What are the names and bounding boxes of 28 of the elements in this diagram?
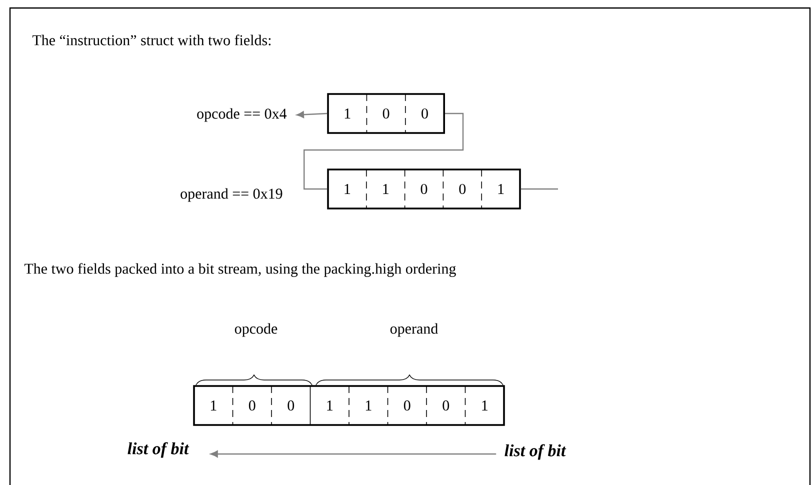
stream-label: list of bit [504, 444, 566, 460]
bit-value: 0 [459, 184, 466, 194]
connector [304, 112, 464, 190]
bit-value: 0 [382, 108, 390, 119]
connector [520, 188, 558, 190]
heading: The two fields packed into a bit stream, using the packing.high ordering [24, 263, 456, 277]
bit-value: 1 [383, 184, 388, 194]
bit-value: 1 [344, 108, 350, 118]
bit-value: 1 [327, 400, 332, 410]
heading: The “instruction” struct with two fields: [32, 34, 271, 46]
bit-value: 1 [498, 184, 504, 194]
connector [296, 111, 328, 118]
bit-value: 0 [420, 184, 428, 194]
bit-value: 1 [210, 400, 216, 410]
connector [210, 450, 496, 458]
field-label: opcode == 0x4 [197, 108, 287, 122]
bit-value: 1 [482, 400, 488, 410]
bit-value: 1 [366, 400, 372, 410]
bit-value: 0 [422, 108, 428, 119]
bit-value: 0 [248, 400, 256, 411]
field-name: operand [390, 323, 438, 337]
field-name: opcode [234, 323, 278, 337]
bit-value: 0 [404, 400, 410, 411]
field-label: operand == 0x19 [180, 188, 282, 202]
bit-value: 1 [344, 184, 350, 194]
stream-label: list of bit [128, 442, 190, 458]
bit-value: 0 [442, 400, 450, 411]
bit-value: 0 [288, 400, 294, 411]
